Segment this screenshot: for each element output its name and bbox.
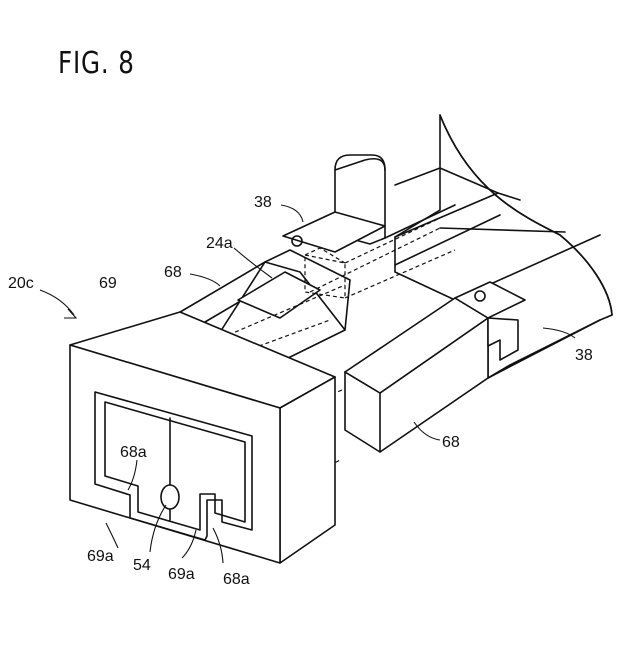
label-68a-right: 68a (223, 571, 250, 588)
label-38-right: 38 (575, 347, 593, 364)
label-68-right: 68 (442, 434, 460, 451)
label-20c: 20c (8, 275, 34, 292)
label-69a-right: 69a (168, 566, 195, 583)
figure-title: FIG. 8 (58, 46, 135, 81)
label-38-top: 38 (254, 194, 272, 211)
label-24a: 24a (206, 235, 233, 252)
label-68a-left: 68a (120, 444, 147, 461)
label-54: 54 (133, 557, 151, 574)
label-68-upper: 68 (164, 264, 182, 281)
label-69: 69 (99, 275, 117, 292)
label-69a-left: 69a (87, 548, 114, 565)
